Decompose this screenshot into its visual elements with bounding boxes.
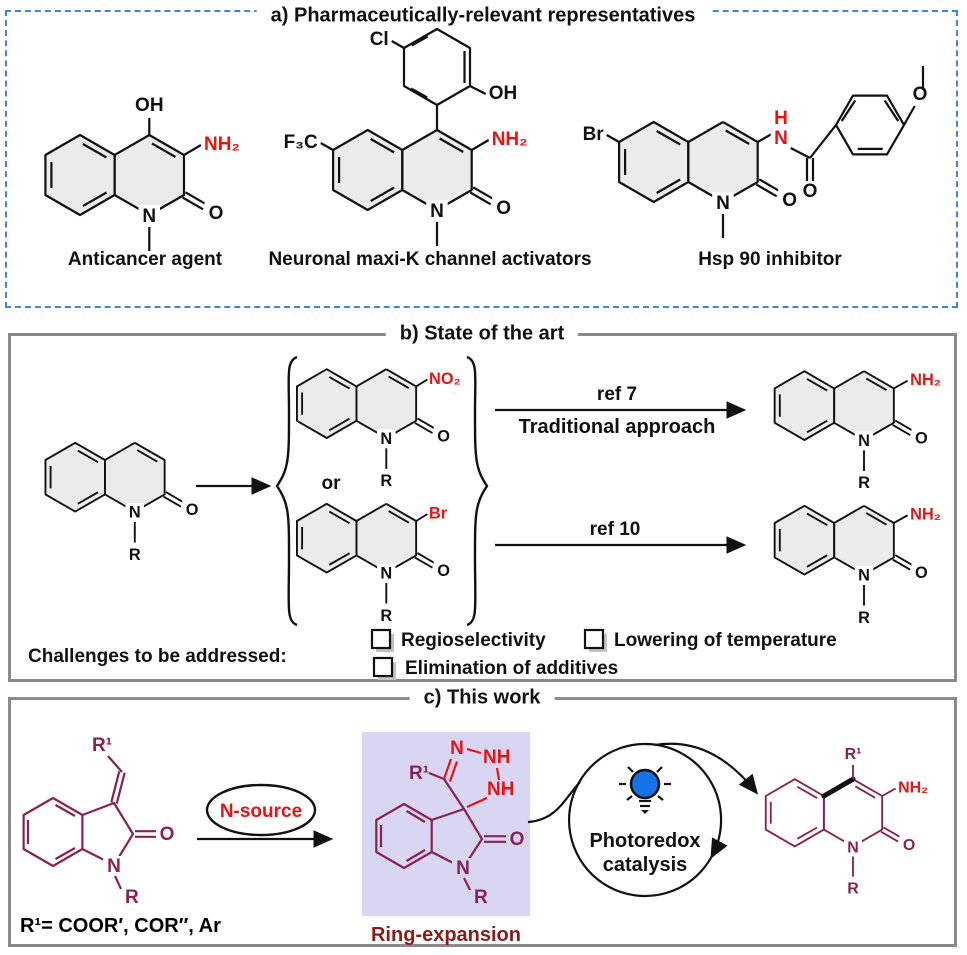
atom-R1: R¹ <box>409 763 429 784</box>
atom-O: O <box>510 829 525 850</box>
atom-Br: Br <box>429 504 448 522</box>
atom-O: O <box>160 824 175 845</box>
atom-F3C: F₃C <box>284 132 318 153</box>
label-anticancer: Anticancer agent <box>68 249 223 270</box>
atom-R1: R¹ <box>845 746 862 763</box>
or-label: or <box>322 473 342 494</box>
traditional-approach-label: Traditional approach <box>519 416 716 438</box>
atom-OH: OH <box>489 83 518 104</box>
checkbox-lowering-temperature: Lowering of temperature <box>583 628 837 652</box>
molecule-amino-product-1: NH₂ R <box>773 370 941 492</box>
atom-NH2: NH₂ <box>910 506 941 524</box>
atom-OH: OH <box>135 95 164 116</box>
atom-N: N <box>107 856 121 877</box>
challenges-heading: Challenges to be addressed: <box>28 646 287 667</box>
atom-R: R <box>125 887 139 908</box>
atom-NO2: NO₂ <box>429 370 461 388</box>
molecule-methylene-oxindole: O N R R¹ <box>22 735 178 908</box>
atom-Cl: Cl <box>370 29 389 50</box>
molecule-quinolinone-start: R <box>44 441 203 564</box>
n-source-ellipse <box>205 783 317 837</box>
molecule-bromo-quinolinone: Br R <box>295 502 455 625</box>
atom-NH2: NH₂ <box>898 780 928 797</box>
atom-O-methoxy: O <box>913 84 928 105</box>
lightbulb-icon <box>619 766 671 814</box>
atom-R: R <box>380 607 392 625</box>
atom-N-triazoline: N <box>450 738 464 759</box>
atom-R: R <box>858 474 870 492</box>
checkbox-elimination-additives: Elimination of additives <box>372 656 618 680</box>
right-brace <box>466 355 489 627</box>
atom-NH-triazoline-2: NH <box>487 779 514 800</box>
atom-N-amide: N <box>774 128 788 149</box>
left-brace <box>275 355 298 627</box>
molecule-spiro-triazoline: O N R N NH NH R¹ <box>375 738 528 908</box>
molecule-maxik: Cl OH NH₂ F₃C <box>284 27 528 248</box>
atom-Br: Br <box>583 124 605 145</box>
molecule-nitro-quinolinone: NO₂ R <box>295 368 461 490</box>
atom-R: R <box>858 609 870 627</box>
atom-R: R <box>129 546 141 564</box>
highlight-box <box>362 732 530 916</box>
atom-O-amide: O <box>803 181 818 202</box>
r1-definition: R¹= COOR′, COR″, Ar <box>20 915 221 937</box>
atom-N: N <box>456 858 470 879</box>
atom-NH-triazoline-1: NH <box>483 747 510 768</box>
molecule-hsp90: Br H N O O <box>583 66 928 240</box>
ref10-label: ref 10 <box>590 519 641 540</box>
challenge-item-2: Lowering of temperature <box>614 630 837 651</box>
label-maxik: Neuronal maxi-K channel activators <box>268 249 591 270</box>
molecule-anticancer: OH NH₂ <box>44 95 240 253</box>
atom-NH2: NH₂ <box>910 371 941 389</box>
challenge-item-1: Regioselectivity <box>401 630 546 651</box>
checkbox-regioselectivity: Regioselectivity <box>370 628 546 652</box>
panel-b-title: b) State of the art <box>385 322 579 346</box>
ring-expansion-label: Ring-expansion <box>371 924 521 946</box>
n-source-label: N-source <box>220 801 302 822</box>
atom-R: R <box>380 472 392 490</box>
atom-NH2: NH₂ <box>492 129 528 150</box>
molecule-this-work-product: R¹ NH₂ R <box>764 746 928 897</box>
photoredox-cycle: Photoredox catalysis <box>527 742 759 898</box>
photoredox-line1: Photoredox <box>589 830 700 852</box>
label-hsp90: Hsp 90 inhibitor <box>698 249 842 270</box>
cycle-out-arrow <box>654 742 759 795</box>
atom-R: R <box>474 887 488 908</box>
atom-R: R <box>847 880 859 897</box>
atom-H: H <box>774 108 788 129</box>
panel-c-title: c) This work <box>409 686 555 710</box>
molecule-amino-product-2: NH₂ R <box>773 504 941 627</box>
photoredox-line2: catalysis <box>603 854 688 876</box>
atom-NH2: NH₂ <box>204 134 240 155</box>
panel-a-title: a) Pharmaceutically-relevant representat… <box>256 4 710 28</box>
challenge-item-3: Elimination of additives <box>405 658 618 679</box>
ref7-label: ref 7 <box>597 384 637 405</box>
atom-R1: R¹ <box>92 735 112 756</box>
